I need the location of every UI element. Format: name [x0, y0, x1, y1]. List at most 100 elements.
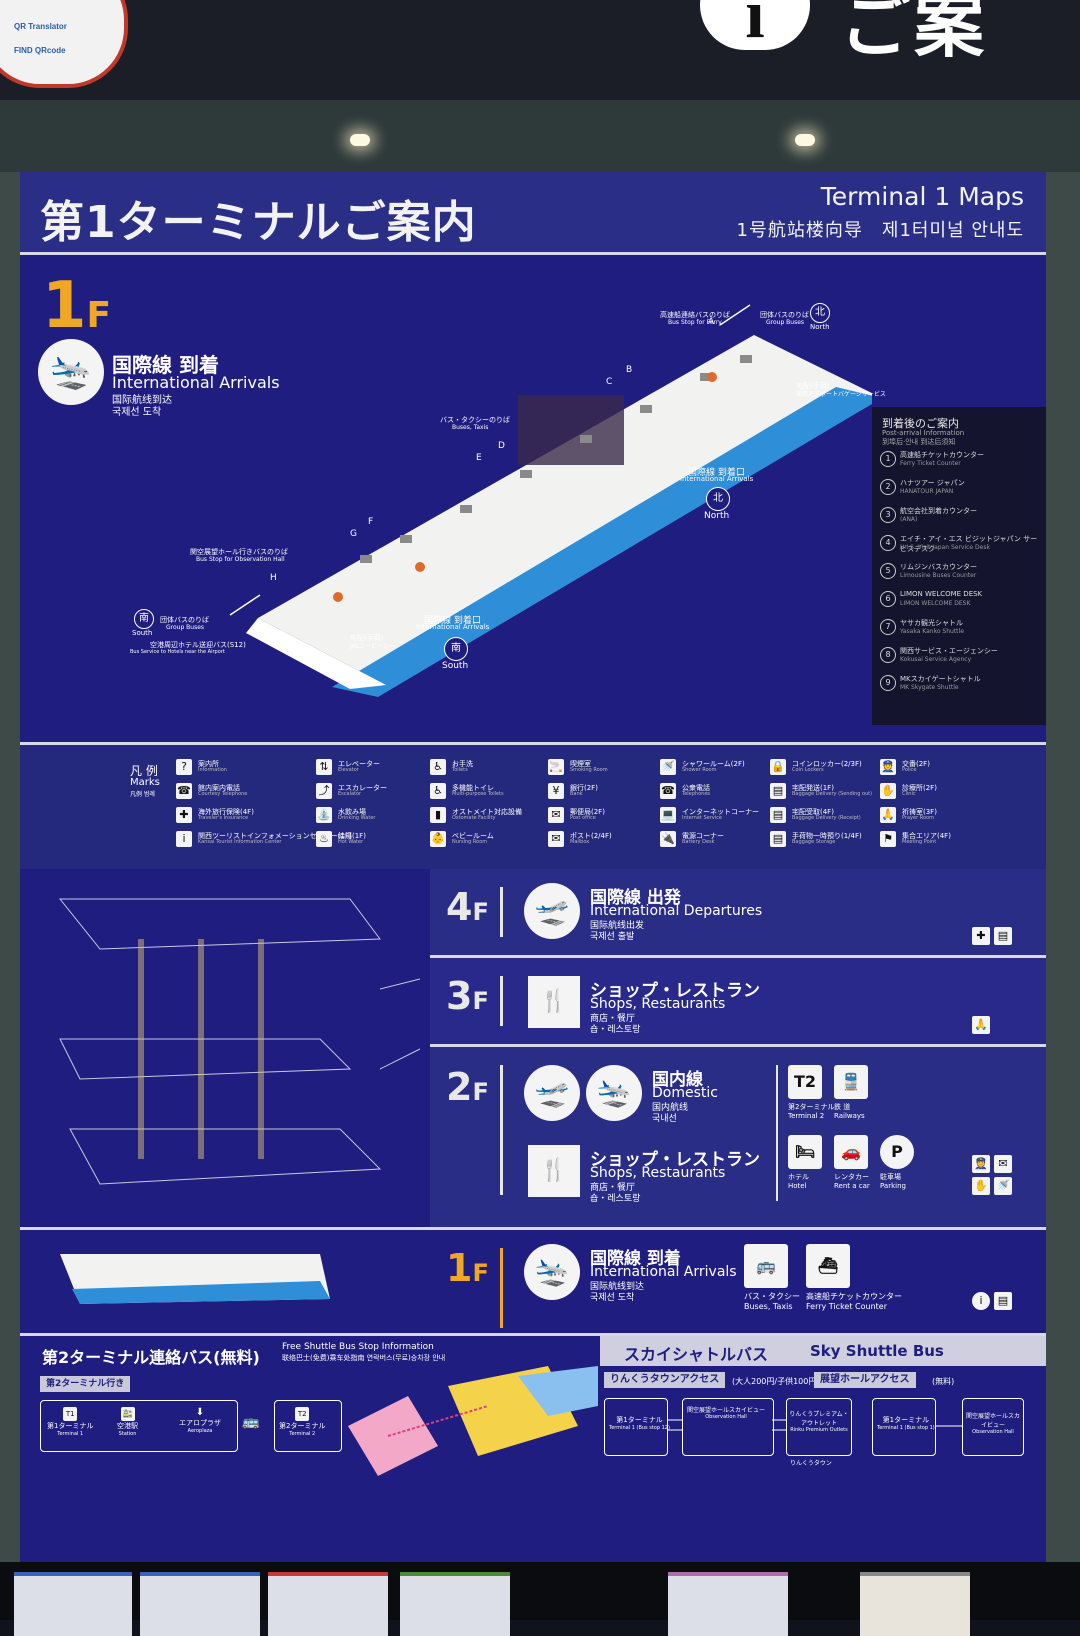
terminal2-icon: T2 — [788, 1065, 822, 1099]
parking-en: Parking — [880, 1182, 906, 1190]
item-name: ハナツアー ジャパン — [900, 479, 965, 487]
brochure[interactable] — [860, 1572, 970, 1636]
legend-label-en: Bank — [570, 791, 583, 797]
legend-icon: ? — [176, 759, 192, 775]
floor-isometric-panel — [20, 869, 430, 1333]
floor-num: 2 — [446, 1065, 473, 1109]
floor-row-2f: 2F 🛫 🛬 国内線 Domestic 国内航线 국내선 🍴 ショップ・レストラ… — [430, 1047, 1046, 1227]
brochure[interactable] — [400, 1572, 510, 1636]
item-number: 1 — [880, 451, 896, 467]
legend-label-en: Escalator — [338, 791, 362, 797]
label-observation-bus-en: Bus Stop for Observation Hall — [196, 556, 285, 563]
rent-a-car-en: Rent a car — [834, 1182, 870, 1190]
shop-restaurant-icon: 🍴 — [528, 1145, 580, 1197]
legend-icon: ✉ — [548, 807, 564, 823]
legend-label-en: Battery Desk — [682, 839, 715, 845]
legend-label-en: Ostomate Facility — [452, 815, 496, 821]
legend-label-jp: 集合エリア(4F) — [902, 832, 951, 840]
info-sign-icon: i — [700, 0, 810, 53]
item-name: 高速船チケットカウンター — [900, 451, 984, 459]
legend-heading-jp: 凡 例 — [130, 764, 158, 778]
legend-label-en: Baggage Delivery (Receipt) — [792, 815, 861, 821]
legend-label-en: Meeting Point — [902, 839, 937, 845]
board-title-en: Terminal 1 Maps — [820, 182, 1024, 211]
prayer-room-icon: 🙏 — [972, 1016, 990, 1034]
legend-item: ¥銀行(2F)Bank — [548, 783, 660, 803]
door-b: B — [626, 365, 633, 375]
legend-label-jp: シャワールーム(2F) — [682, 760, 745, 768]
building-isometric-drawing — [58, 898, 421, 1304]
brochure[interactable] — [668, 1572, 788, 1636]
legend-label-en: Hot Water — [338, 839, 364, 845]
floor-separator — [430, 1044, 1046, 1047]
legend-label-en: Courtesy Telephone — [198, 791, 248, 797]
legend-heading-en: Marks — [130, 777, 160, 788]
legend-label-jp: ベビールーム — [452, 832, 494, 840]
bus-taxi-en: Buses, Taxis — [744, 1302, 793, 1311]
t2-shuttle-sub-en: Free Shuttle Bus Stop Information — [282, 1342, 434, 1352]
floor-4f-label: 4F — [446, 885, 489, 929]
legend-label-en: Drinking Water — [338, 815, 376, 821]
wall-top: QR Translator FIND QRcode i ご案 — [0, 0, 1080, 100]
legend-label-jp: エスカレーター — [338, 784, 387, 792]
label-bus-taxi-en: Buses, Taxis — [452, 424, 489, 431]
floor-1f-title-kr: 국제선 도착 — [590, 1293, 635, 1303]
node-jp: 関空展望ホールスカイビュー — [687, 1407, 766, 1414]
floor-2f-shop-cn: 商店・餐厅 — [590, 1183, 636, 1193]
item-name-en: LIMON WELCOME DESK — [900, 600, 971, 607]
label-baggage-north: 宅配(手荷) — [796, 382, 830, 390]
railway-en: Railways — [834, 1112, 865, 1120]
item-number: 8 — [880, 647, 896, 663]
legend-heading-kr: 凡例 범례 — [130, 791, 155, 798]
legend-label-jp: 多機能トイレ — [452, 784, 494, 792]
item-name: 航空会社到着カウンター — [900, 507, 977, 515]
brochure[interactable] — [268, 1572, 388, 1636]
floor-2f-divider — [776, 1065, 778, 1201]
legend-label-en: Shower Room — [682, 767, 717, 773]
t2-shuttle-heading: 第2ターミナル連絡バス(無料) — [42, 1348, 260, 1367]
hotel-icon: 🛏 — [788, 1135, 822, 1169]
station-icon: 🚉 — [120, 1407, 135, 1421]
south-compass-icon: 南 — [444, 637, 468, 661]
terminal-1f-map — [229, 304, 872, 697]
label-baggage-north-service: 関西エアポートバゲージサービス — [796, 391, 886, 398]
floor-suffix: F — [472, 1259, 489, 1287]
legend-icon: 🔒 — [770, 759, 786, 775]
brochure[interactable] — [140, 1572, 260, 1636]
floor-divider — [500, 1065, 503, 1195]
label-group-bus-south: 団体バスのりば — [160, 616, 209, 624]
map-dark-patch — [518, 395, 624, 465]
door-h: H — [270, 573, 277, 583]
label-observation-bus: 関空展望ホール行きバスのりば — [190, 548, 288, 556]
section-separator — [20, 1333, 1046, 1336]
brochure[interactable] — [14, 1572, 132, 1636]
wall-left — [0, 172, 20, 1562]
legend-label-jp: 水飲み場 — [338, 808, 366, 816]
legend-label-en: Clinic — [902, 791, 916, 797]
label-baggage-south-service: JALエービーシー — [350, 643, 395, 650]
bus-icon: 🚌 — [242, 1414, 260, 1430]
ceiling-strip — [0, 100, 1080, 172]
node-jp: 空港駅 — [117, 1422, 138, 1430]
shuttle-route-line — [387, 1405, 489, 1437]
item-name-en: MK Skygate Shuttle — [900, 684, 959, 691]
floor-2f-domestic-kr: 국내선 — [652, 1114, 677, 1124]
floor-3f-title-kr: 숍・레스토랑 — [590, 1025, 641, 1035]
legend-label-jp: 診療所(2F) — [902, 784, 937, 792]
legend-label-jp: オストメイト対応設備 — [452, 808, 522, 816]
door-c: C — [606, 377, 613, 387]
label-hotel-bus: 空港周辺ホテル送迎バス(S12) — [150, 641, 246, 649]
arrivals-title-kr-text: 국제선 도착 — [112, 407, 162, 418]
floor-3f-label: 3F — [446, 974, 489, 1018]
